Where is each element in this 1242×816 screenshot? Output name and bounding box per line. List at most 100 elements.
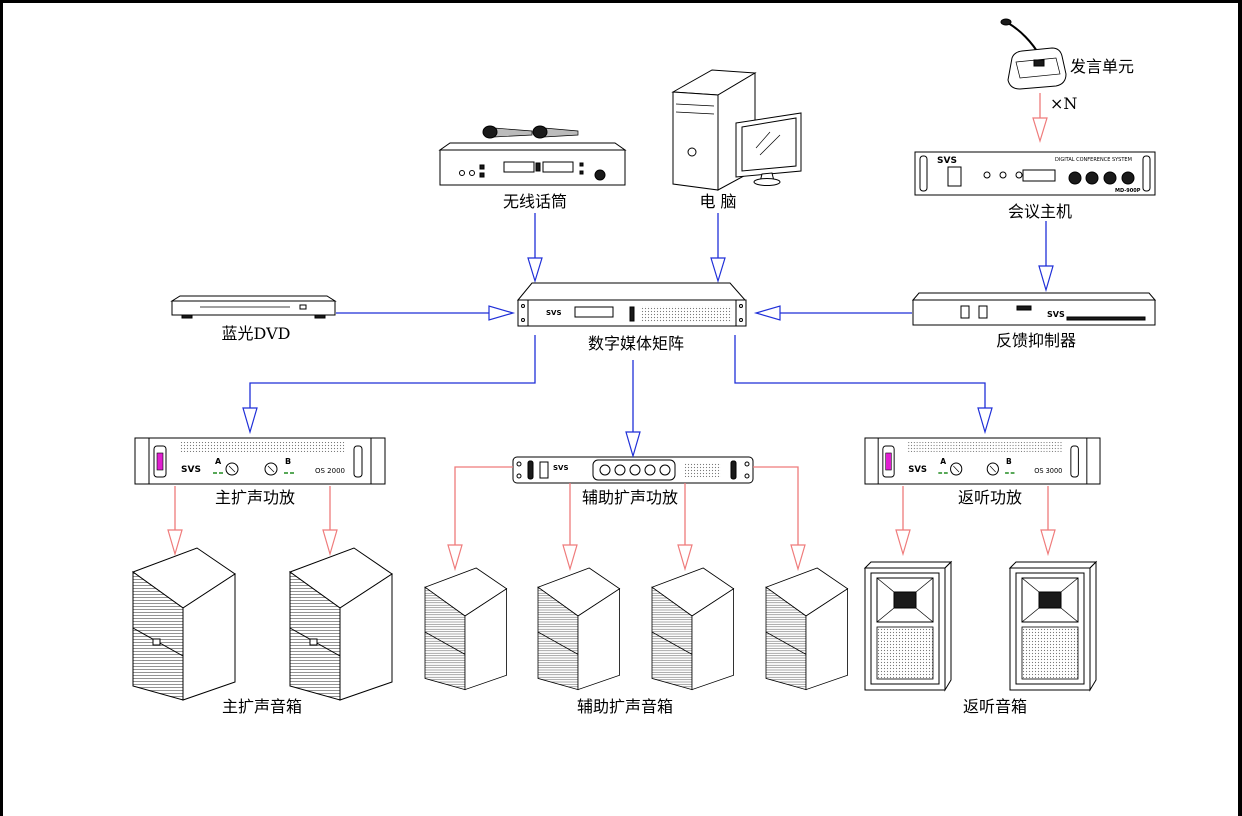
- amp-model-text: OS 2000: [315, 467, 345, 475]
- aux-rack-hole-2: [516, 473, 522, 479]
- arrow-matrix-to-monitor-amp: [734, 335, 993, 435]
- woofer-grille: [1021, 626, 1079, 680]
- horn-edge-1: [1021, 577, 1040, 593]
- aux-amp-label: 辅助扩声功放: [582, 488, 678, 507]
- conference-host: SVS DIGITAL CONFERENCE SYSTEM MD-900P: [914, 151, 1156, 196]
- aux-power-switch: [539, 461, 549, 479]
- arrow-matrix-to-main-amp: [242, 335, 536, 435]
- arrow-head: [710, 257, 726, 284]
- amp-ear-left: [134, 437, 150, 485]
- host-knob-2: [1085, 171, 1099, 185]
- host-power-switch: [947, 166, 962, 187]
- aux-rack-hole-4: [744, 473, 750, 479]
- suppressor-switch-1: [960, 305, 970, 319]
- handheld-mic-1: [482, 125, 533, 139]
- arrow-main-amp-to-speaker-right: [322, 486, 338, 557]
- arrow-shaft: [753, 466, 799, 545]
- horn-edge-2: [915, 577, 934, 593]
- monitor-speaker-right: [1008, 560, 1098, 692]
- handheld-mic-2: [532, 125, 579, 139]
- knob-b-pointer: [989, 465, 996, 473]
- computer: [671, 69, 802, 191]
- speaking-unit-label: 发言单元: [1070, 57, 1134, 76]
- receiver-led-4: [579, 170, 584, 175]
- horn-edge-4: [915, 607, 934, 623]
- aux-amplifier: SVS: [512, 456, 754, 484]
- led-b1: [1005, 472, 1009, 474]
- drive-bay-1: [675, 103, 715, 107]
- main-speaker-left: [131, 547, 236, 701]
- arrow-head: [1038, 265, 1054, 293]
- receiver-led-1: [479, 164, 485, 170]
- arrow-head: [790, 544, 806, 572]
- amp-handle-right: [1070, 445, 1079, 478]
- frame-right: [1238, 0, 1242, 816]
- led-b2: [290, 472, 294, 474]
- receiver-display-2: [542, 161, 574, 173]
- arrow-unit-to-host: [1032, 93, 1048, 144]
- arrow-head: [527, 257, 543, 284]
- led-a1: [938, 472, 943, 474]
- arrow-head: [167, 529, 183, 557]
- amp-ear-left: [864, 437, 879, 485]
- main-amp-label: 主扩声功放: [215, 488, 295, 507]
- suppressor-brand-logo: SVS: [1047, 310, 1065, 319]
- led-b2: [1010, 472, 1015, 474]
- multiplier-label: ×N: [1050, 94, 1077, 113]
- bluray-player: [170, 295, 337, 319]
- media-matrix: SVS: [516, 282, 747, 327]
- bluray-dvd-label: 蓝光DVD: [222, 324, 291, 343]
- conference-host-label: 会议主机: [1008, 202, 1072, 221]
- mic-receiver: [438, 142, 627, 186]
- rack-hole-4: [739, 318, 743, 322]
- host-model-text: MD-900P: [1115, 188, 1141, 194]
- aux-led-grid: [685, 463, 721, 477]
- arrow-monitor-amp-to-speaker-left: [895, 486, 911, 557]
- aux-rack-hole-1: [516, 461, 522, 467]
- main-speakers-label: 主扩声音箱: [222, 697, 302, 716]
- monitor-top: [1008, 561, 1098, 569]
- wireless-mic-set: [438, 125, 627, 186]
- arrow-head: [1032, 117, 1048, 144]
- drive-bay-2: [675, 111, 715, 115]
- arrow-computer-to-matrix: [710, 213, 726, 284]
- receiver-led-3: [579, 162, 584, 167]
- suppressor-meter: [1066, 316, 1146, 321]
- rack-hole-1: [521, 304, 525, 308]
- led-a2: [943, 472, 948, 474]
- horn-throat: [1038, 591, 1062, 609]
- monitor-screen: [741, 117, 797, 172]
- aux-handle-left: [527, 460, 534, 480]
- arrow-shaft: [249, 335, 536, 408]
- power-indicator: [156, 452, 164, 471]
- monitor-side: [944, 560, 952, 692]
- host-button-2: [999, 171, 1007, 179]
- aux-knob-3: [629, 464, 641, 476]
- speaker-badge: [309, 638, 318, 646]
- host-button-1: [983, 171, 991, 179]
- amp-handle-right: [353, 445, 363, 478]
- horn-edge-4: [1060, 607, 1079, 623]
- matrix-top: [516, 282, 747, 301]
- horn-edge-3: [876, 607, 895, 623]
- suppressor-front: [912, 299, 1156, 326]
- speaker-side-face: [339, 573, 393, 701]
- grille-divider: [537, 631, 579, 655]
- grille-divider: [651, 631, 693, 655]
- arrow-matrix-to-aux-amp: [625, 360, 641, 459]
- woofer-grille: [876, 626, 934, 680]
- main-amplifier: SVS A B OS 2000: [134, 437, 386, 485]
- horn-edge-2: [1060, 577, 1079, 593]
- dvd-foot-right: [314, 314, 326, 319]
- aux-speaker-2: [537, 567, 621, 691]
- host-handle-left: [919, 155, 928, 192]
- arrow-shaft: [454, 466, 513, 545]
- arrow-head: [242, 407, 258, 435]
- amp-vent: [180, 442, 345, 452]
- amp-vent: [907, 442, 1063, 452]
- tower-front: [672, 91, 719, 191]
- host-knob-1: [1068, 171, 1082, 185]
- led-a2: [219, 472, 223, 474]
- rack-hole-3: [739, 304, 743, 308]
